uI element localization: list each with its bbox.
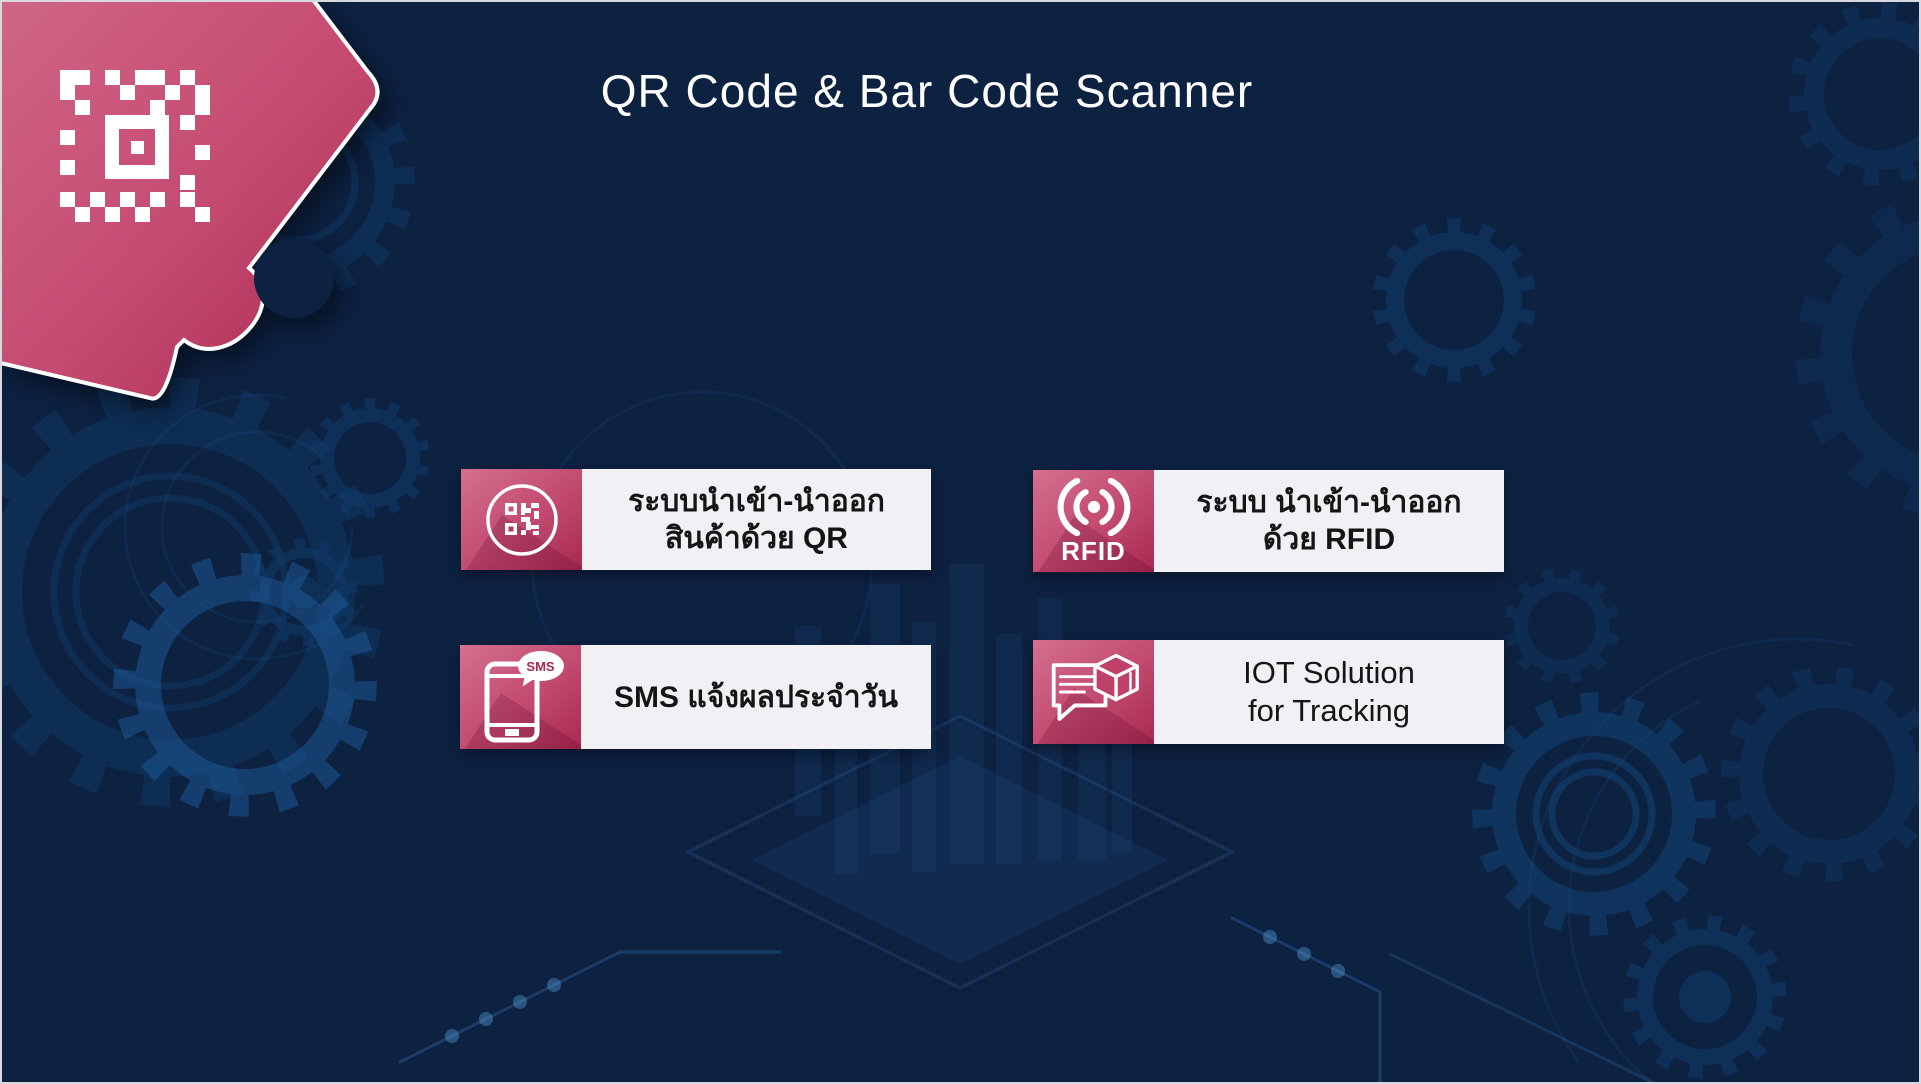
card-line: ด้วย RFID bbox=[1262, 523, 1396, 556]
card-line: ระบบ นำเข้า-นำออก bbox=[1196, 486, 1462, 519]
gear-decoration bbox=[1372, 218, 1536, 382]
card-line: ระบบนำเข้า-นำออก bbox=[628, 484, 885, 518]
card-line: IOT Solution bbox=[1243, 655, 1415, 690]
feature-card-sms: SMS SMS แจ้งผลประจำวัน bbox=[460, 645, 931, 749]
sms-bubble-label: SMS bbox=[517, 651, 564, 681]
gear-decoration bbox=[1472, 692, 1716, 936]
gear-decoration bbox=[1504, 568, 1620, 684]
card-text-sms: SMS แจ้งผลประจำวัน bbox=[581, 645, 931, 749]
swirl-arc-decoration bbox=[123, 393, 391, 661]
card-line: SMS แจ้งผลประจำวัน bbox=[614, 680, 898, 714]
gear-decoration bbox=[1795, 189, 1919, 519]
swirl-arc-decoration bbox=[160, 430, 354, 624]
feature-card-qr: ระบบนำเข้า-นำออก สินค้าด้วย QR bbox=[461, 469, 931, 570]
puzzle-socket-cutout bbox=[254, 238, 334, 318]
rfid-icon-label: RFID bbox=[1061, 536, 1126, 566]
page-title: QR Code & Bar Code Scanner bbox=[600, 65, 1254, 117]
swirl-arc-decoration bbox=[1527, 637, 1919, 1082]
gear-decoration bbox=[310, 398, 430, 518]
card-line: สินค้าด้วย QR bbox=[665, 521, 848, 555]
feature-card-rfid: RFID ระบบ นำเข้า-นำออก ด้วย RFID bbox=[1033, 470, 1504, 572]
card-text-qr: ระบบนำเข้า-นำออก สินค้าด้วย QR bbox=[582, 469, 931, 570]
qr-code-graphic bbox=[60, 70, 210, 222]
feature-card-iot: IOT Solution for Tracking bbox=[1033, 640, 1504, 744]
gear-decoration bbox=[1623, 915, 1787, 1079]
puzzle-piece-graphic bbox=[2, 2, 380, 401]
swirl-arc-decoration bbox=[1567, 677, 1919, 1082]
gear-decoration bbox=[1721, 666, 1919, 882]
iot-tracking-icon bbox=[1033, 640, 1154, 744]
card-text-iot: IOT Solution for Tracking bbox=[1154, 640, 1504, 744]
rfid-icon: RFID bbox=[1033, 470, 1154, 572]
qr-scan-icon bbox=[461, 469, 582, 570]
sms-phone-icon: SMS bbox=[460, 645, 581, 749]
card-text-rfid: ระบบ นำเข้า-นำออก ด้วย RFID bbox=[1154, 470, 1504, 572]
gear-decoration bbox=[113, 553, 377, 817]
card-line: for Tracking bbox=[1248, 693, 1410, 728]
